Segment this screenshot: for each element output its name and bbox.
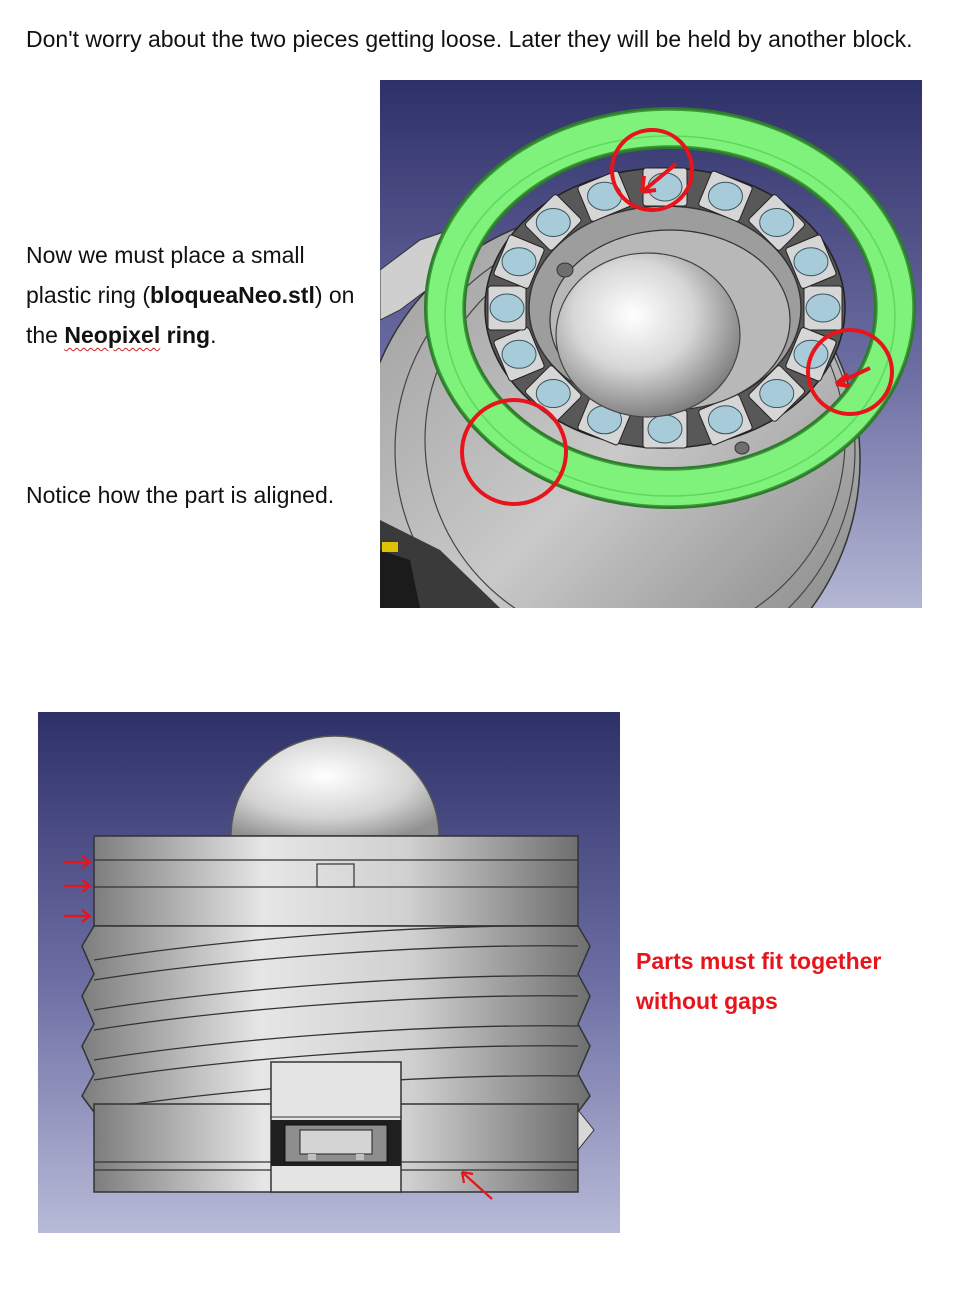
annotation-arrow-3: [64, 909, 92, 923]
led-lens: [647, 172, 683, 202]
side-view-image: [38, 712, 620, 1233]
instruction-text-3: .: [210, 322, 217, 348]
annotation-circle-right: [806, 328, 894, 416]
file-name: bloqueaNeo.stl: [149, 282, 315, 308]
neopixel-word: Neopixel: [64, 322, 161, 348]
instruction-text-1: Now we must place a small plastic ring (: [26, 242, 305, 308]
annotation-arrow-right: [834, 366, 871, 388]
alignment-note: Notice how the part is aligned.: [26, 482, 335, 508]
side-view-svg: [38, 712, 620, 1233]
inner-plate-hole: [556, 262, 574, 278]
annotation-circle-top: [610, 128, 694, 212]
ring-top-view-svg: [380, 80, 922, 608]
annotation-arrow-2: [64, 879, 92, 893]
led-lens: [501, 247, 537, 277]
led-pixels: [487, 167, 843, 449]
intro-paragraph: Don't worry about the two pieces getting…: [26, 26, 913, 52]
led-lens: [759, 379, 795, 409]
led-lens: [535, 379, 571, 409]
ring-top-view-image: [380, 80, 922, 608]
annotation-arrow-4: [460, 1170, 493, 1200]
annotations: [64, 855, 493, 1200]
led-lens: [707, 405, 743, 435]
annotation-arrow-top: [640, 162, 678, 194]
ring-word: ring: [160, 322, 211, 348]
instruction-paragraph: Now we must place a small plastic ring (…: [26, 235, 366, 355]
led-lens: [501, 339, 537, 369]
annotations: [460, 128, 894, 506]
annotation-arrow-1: [64, 855, 92, 869]
led-lens: [489, 293, 525, 323]
instruction-text-2: ) on the: [26, 282, 355, 348]
annotation-circle-left: [460, 398, 568, 506]
top-collar: [93, 835, 579, 927]
dome: [555, 252, 741, 418]
fit-note: Parts must fit together without gaps: [636, 948, 882, 1014]
connector-window: [270, 1061, 402, 1193]
led-lens: [793, 247, 829, 277]
led-lens: [805, 293, 841, 323]
inner-plate-hole: [734, 441, 750, 455]
led-lens: [759, 207, 795, 237]
led-lens: [535, 207, 571, 237]
dome: [230, 735, 440, 837]
led-lens: [707, 181, 743, 211]
neopixel-ring-label: Neopixel ring: [64, 322, 210, 348]
led-lens: [647, 414, 683, 444]
